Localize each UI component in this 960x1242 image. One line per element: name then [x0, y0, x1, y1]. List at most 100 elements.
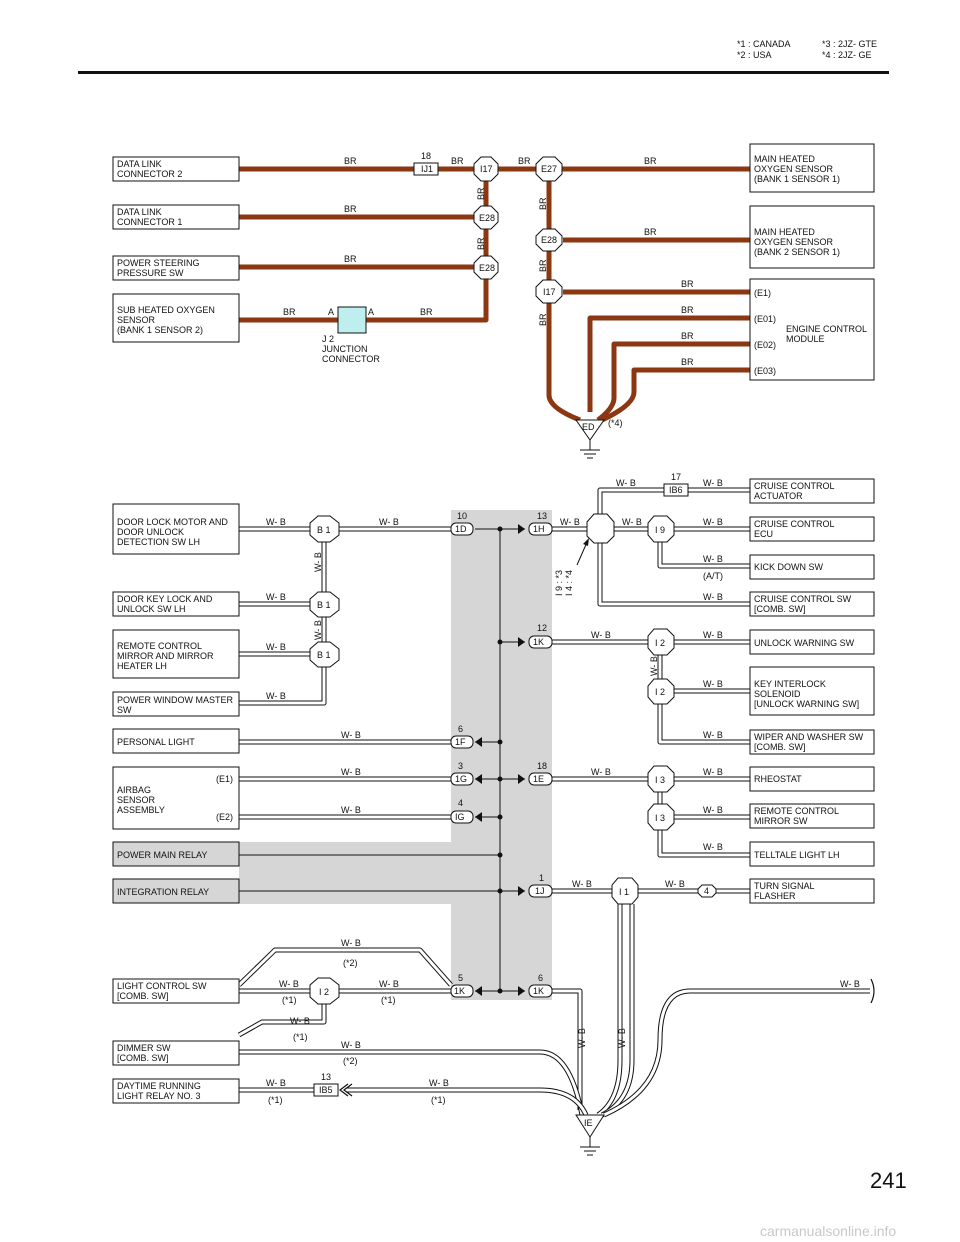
ecm-pin-e03: (E03): [754, 366, 776, 376]
wiper-washer-sw: [749, 729, 875, 755]
main-o2-b2-label-1: MAIN HEATED: [754, 227, 815, 237]
main-o2-b1-label-1: MAIN HEATED: [754, 154, 815, 164]
svg-text:W- B: W- B: [617, 1028, 627, 1048]
wb-wire-labels: W- B W- B W- B W- B W- B W- B W- B W- B …: [266, 478, 860, 1088]
connector-i9: I 9: [647, 515, 675, 543]
svg-text:BR: BR: [420, 307, 433, 317]
svg-text:BR: BR: [344, 254, 357, 264]
svg-text:I 3: I 3: [655, 813, 665, 823]
wiper-label-2: [COMB. SW]: [754, 742, 806, 752]
e28-c-label: E28: [479, 263, 495, 273]
svg-text:W- B: W- B: [703, 730, 723, 740]
door-lock-label-2: DOOR UNLOCK: [117, 527, 184, 537]
svg-text:18: 18: [537, 761, 547, 771]
pw-master-label-2: SW: [117, 705, 132, 715]
svg-text:W- B: W- B: [341, 730, 361, 740]
svg-text:W- B: W- B: [341, 1040, 361, 1050]
svg-text:I 9: I 9: [655, 525, 665, 535]
svg-text:(*2): (*2): [343, 958, 358, 968]
dlc1-label-2: CONNECTOR 1: [117, 217, 182, 227]
j2-label-2: JUNCTION: [322, 344, 368, 354]
door-lock-label-1: DOOR LOCK MOTOR AND: [117, 517, 228, 527]
svg-text:BR: BR: [681, 357, 694, 367]
cruise-control-ecu: [749, 516, 875, 542]
mirror-sw-label-2: MIRROR SW: [754, 816, 808, 826]
connector-ij1-label: IJ1: [421, 164, 433, 174]
j2-label-3: CONNECTOR: [322, 354, 380, 364]
svg-text:BR: BR: [538, 259, 548, 272]
door-key-label-1: DOOR KEY LOCK AND: [117, 594, 213, 604]
ecm-pin-e02: (E02): [754, 340, 776, 350]
svg-text:W- B: W- B: [703, 679, 723, 689]
svg-text:W- B: W- B: [572, 879, 592, 889]
remote-mirror-label-3: HEATER LH: [117, 661, 167, 671]
svg-text:W- B: W- B: [616, 478, 636, 488]
sub-o2-label-2: SENSOR: [117, 315, 156, 325]
svg-text:W- B: W- B: [577, 1028, 587, 1048]
cc-sw-label-2: [COMB. SW]: [754, 604, 806, 614]
connector-i17-upper: I17: [473, 156, 499, 182]
ground-ed: ED: [575, 419, 605, 459]
ib5-label: IB5: [319, 1085, 333, 1095]
connector-b1-b: B 1: [309, 591, 340, 618]
svg-text:W- B: W- B: [279, 979, 299, 989]
svg-text:W- B: W- B: [379, 517, 399, 527]
cc-actuator-label-1: CRUISE CONTROL: [754, 481, 835, 491]
remote-mirror-label-2: MIRROR AND MIRROR: [117, 651, 214, 661]
svg-text:W- B: W- B: [560, 517, 580, 527]
ground-ie-label: IE: [584, 1118, 593, 1128]
e27-label: E27: [541, 164, 557, 174]
svg-text:B 1: B 1: [317, 525, 331, 535]
svg-text:BR: BR: [538, 197, 548, 210]
header-rule: [78, 71, 889, 74]
connector-bracket-right: [870, 978, 875, 1004]
connector-ib5: [313, 1083, 339, 1097]
connector-b1-c: B 1: [309, 641, 340, 668]
cc-actuator-label-2: ACTUATOR: [754, 491, 803, 501]
svg-text:BR: BR: [344, 204, 357, 214]
note-canada: *1 : CANADA: [737, 39, 791, 49]
kick-down-sw: [749, 554, 875, 580]
svg-text:1H: 1H: [533, 524, 545, 534]
airbag-pin-e1: (E1): [216, 774, 233, 784]
main-o2-bank2: [749, 205, 875, 269]
svg-text:W- B: W- B: [591, 767, 611, 777]
svg-text:W- B: W- B: [622, 517, 642, 527]
connector-i2-a: I 2: [647, 628, 675, 656]
svg-text:BR: BR: [518, 156, 531, 166]
svg-text:W- B: W- B: [266, 592, 286, 602]
svg-text:1G: 1G: [455, 774, 467, 784]
connector-e27: E27: [535, 156, 563, 182]
connector-e28-b: E28: [535, 228, 563, 252]
light-control-sw: [112, 978, 240, 1004]
svg-text:W- B: W- B: [703, 805, 723, 815]
svg-text:I 2: I 2: [655, 638, 665, 648]
power-main-relay: [112, 841, 240, 867]
ground-ed-note: (*4): [608, 418, 623, 428]
light-control-label-2: [COMB. SW]: [117, 991, 169, 1001]
j2-pin-a-right: A: [368, 307, 374, 317]
power-window-master-sw: [112, 691, 240, 717]
svg-text:I 3: I 3: [655, 775, 665, 785]
engine-control-module: [749, 278, 875, 381]
svg-text:(*1): (*1): [381, 995, 396, 1005]
svg-text:W- B: W- B: [703, 478, 723, 488]
main-o2-b1-label-2: OXYGEN SENSOR: [754, 164, 834, 174]
ecm-pin-e01: (E01): [754, 314, 776, 324]
svg-text:1D: 1D: [455, 524, 467, 534]
connector-ib6: [663, 483, 689, 497]
svg-text:13: 13: [537, 511, 547, 521]
door-key-lock-sw-lh: [112, 591, 240, 617]
svg-text:BR: BR: [476, 237, 486, 250]
svg-text:BR: BR: [681, 331, 694, 341]
svg-text:(*1): (*1): [268, 1095, 283, 1105]
svg-text:B 1: B 1: [317, 600, 331, 610]
cc-ecu-label-1: CRUISE CONTROL: [754, 519, 835, 529]
data-link-connector-1: [112, 204, 240, 230]
connector-i2-c: I 2: [309, 977, 340, 1005]
svg-text:5: 5: [458, 973, 463, 983]
svg-text:12: 12: [537, 623, 547, 633]
svg-text:(*2): (*2): [343, 1056, 358, 1066]
key-interlock-label-2: SOLENOID: [754, 689, 801, 699]
